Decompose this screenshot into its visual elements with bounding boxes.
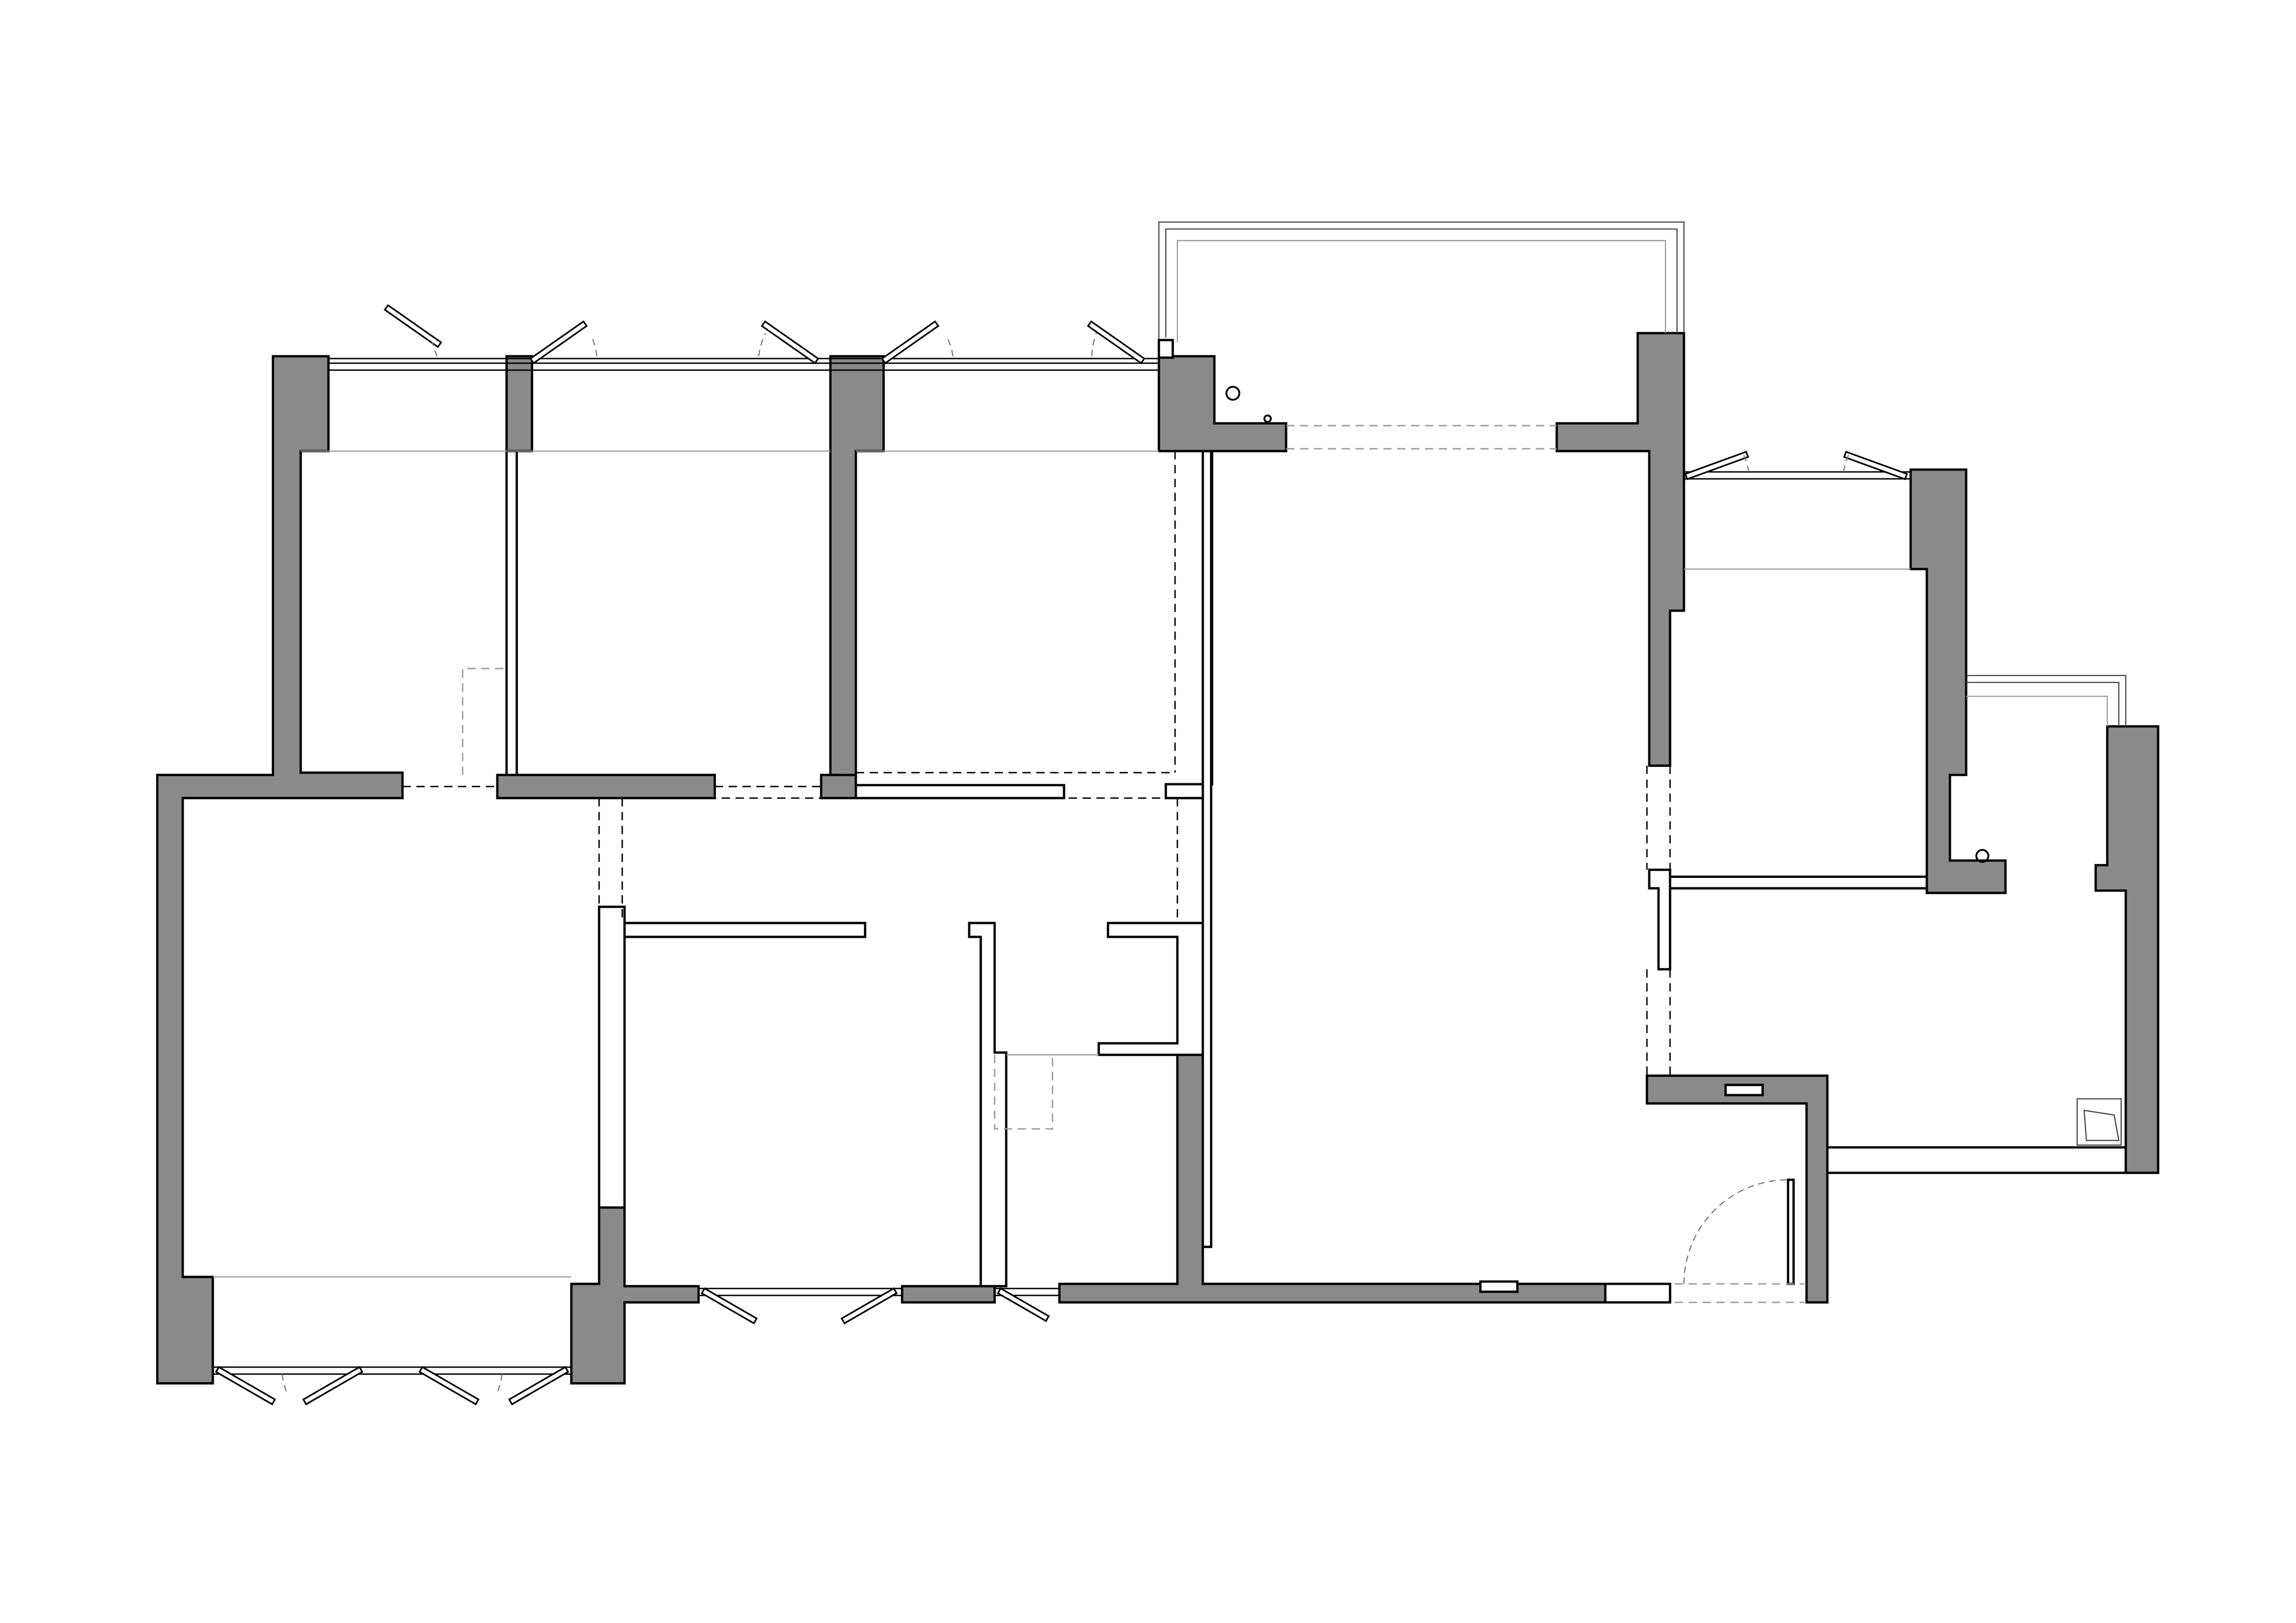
fixtures [1225,386,2122,1146]
partition-bed1-bed2 [505,450,518,776]
wardrobe-outline [462,668,507,775]
window-lines [213,221,2127,1375]
balcony-top-outline [1158,221,1685,356]
shower-outline [994,1055,1053,1130]
wall-bottom-center [1058,1053,1607,1304]
drain-small [1263,415,1272,423]
column-2 [829,355,885,799]
partition-hall-top [623,922,866,938]
partition-right-room-stub [1648,868,1671,971]
entry-door-swing [1683,1179,1791,1284]
partition-bath-right [1097,922,1204,1056]
wall-recess-b [1724,1084,1764,1096]
partition-wardrobe [854,784,1065,799]
partition-yard-base [1826,1146,2127,1174]
entry-door-leaf [1787,1178,1795,1285]
yard-sink [2076,1098,2122,1146]
entry-threshold [1604,1282,1671,1304]
wall-lower-right [1646,1074,1829,1304]
wall-bottom-mid [901,1285,996,1304]
structural-walls [156,332,2160,1385]
balcony-right-outline [1966,675,2127,726]
column-4 [1555,332,1685,767]
drain-large [1225,386,1240,401]
column-3 [1157,355,1287,452]
wall-recess-a [1479,1280,1519,1293]
wall-far-right [2094,725,2160,1174]
wall-left-bedroom-west [156,355,404,1385]
wall-seg-a [496,774,716,799]
partition-living-inner [1201,450,1213,1248]
wall-bottom-left [570,1206,700,1385]
drain-right [1975,849,1989,863]
window-sashes [215,304,1908,1406]
partition-left-vert [598,905,626,1209]
dashed-openings [402,425,1804,1303]
partitions [505,450,2127,1304]
partition-right-room-base [1669,875,1928,890]
wall-right-room [1909,468,2007,894]
partition-bath-left [968,922,1008,1288]
wall-seg-b [820,774,857,799]
partition-kitchen-door [1164,783,1204,799]
